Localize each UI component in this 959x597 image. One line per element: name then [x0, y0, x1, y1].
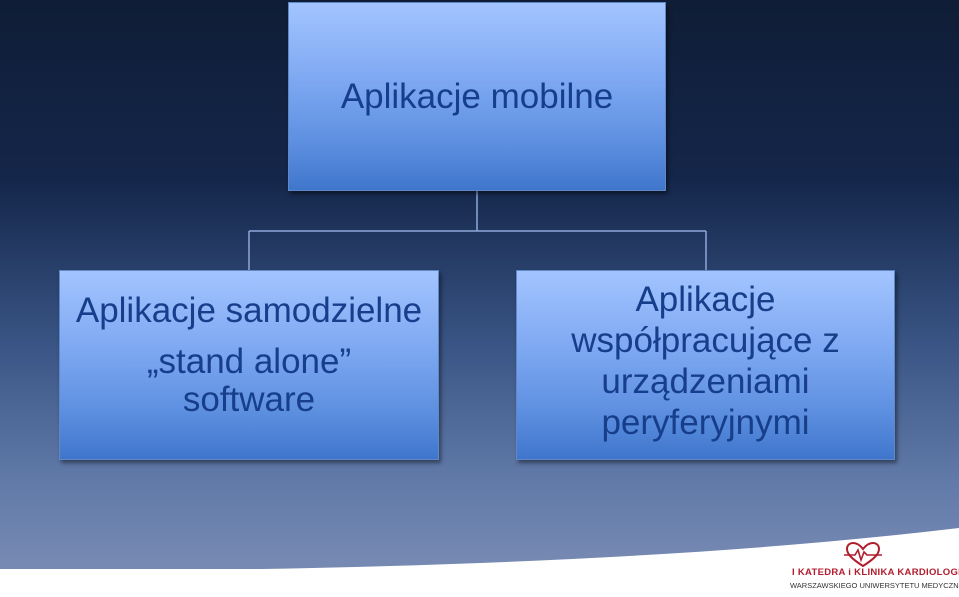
root-node-label: Aplikacje mobilne: [340, 76, 614, 116]
logo-title: I KATEDRA i KLINIKA KARDIOLOGII: [792, 567, 959, 578]
child-node-standalone-title: Aplikacje samodzielne: [75, 291, 423, 330]
child-node-peripheral-title: Aplikacje współpracujące z urządzeniami …: [571, 280, 840, 442]
clinic-logo: I KATEDRA i KLINIKA KARDIOLOGII WARSZAWS…: [770, 540, 959, 597]
child-node-peripheral: Aplikacje współpracujące z urządzeniami …: [516, 270, 895, 460]
footer-wave: [0, 528, 959, 580]
child-node-standalone-subtitle: „stand alone” software: [146, 342, 352, 419]
logo-subtitle: WARSZAWSKIEGO UNIWERSYTETU MEDYCZNEGO: [790, 581, 959, 590]
root-node: Aplikacje mobilne: [288, 2, 666, 191]
footer-band: [0, 569, 959, 597]
child-node-standalone: Aplikacje samodzielne „stand alone” soft…: [59, 270, 439, 460]
heart-pulse-icon: [844, 542, 882, 568]
